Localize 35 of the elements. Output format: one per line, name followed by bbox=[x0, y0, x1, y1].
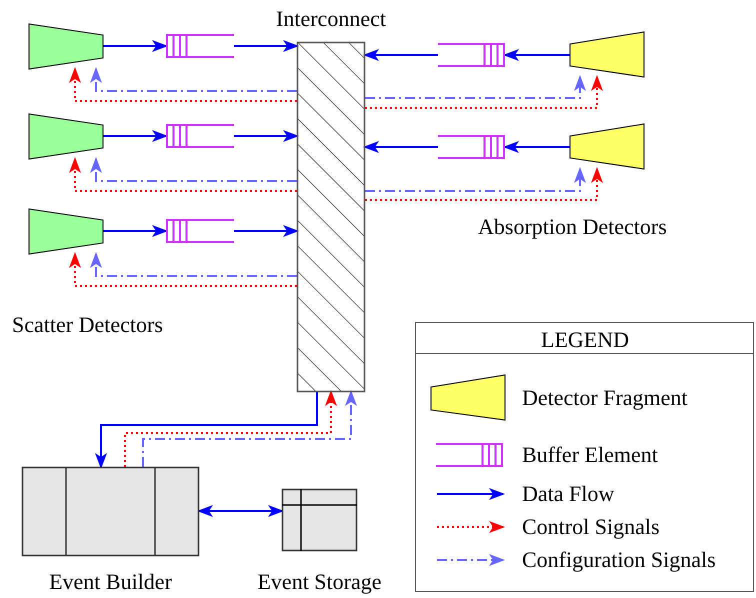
legend-title: LEGEND bbox=[540, 327, 630, 352]
arrow bbox=[124, 390, 337, 467]
arrow bbox=[234, 225, 299, 237]
arrow bbox=[365, 75, 603, 109]
arrow bbox=[90, 252, 297, 277]
arrow bbox=[365, 167, 603, 201]
arrow bbox=[90, 157, 297, 182]
arrow bbox=[95, 392, 318, 469]
arrow bbox=[363, 141, 438, 153]
arrow bbox=[90, 67, 297, 92]
group-label: Absorption Detectors bbox=[478, 214, 667, 239]
arrow bbox=[365, 167, 586, 192]
arrow bbox=[69, 67, 297, 102]
arrow bbox=[142, 390, 357, 467]
group-label: Scatter Detectors bbox=[12, 312, 163, 337]
node-label: Event Storage bbox=[256, 569, 383, 594]
legend-label: Detector Fragment bbox=[522, 385, 688, 410]
arrow bbox=[234, 40, 299, 52]
legend-label: Control Signals bbox=[522, 514, 660, 539]
double-arrow bbox=[197, 505, 284, 517]
node-label: Event Builder bbox=[48, 569, 173, 594]
arrow bbox=[103, 40, 168, 52]
arrow bbox=[503, 141, 570, 153]
legend-label: Data Flow bbox=[522, 481, 614, 506]
arrow bbox=[103, 130, 168, 142]
arrow bbox=[234, 130, 299, 142]
arrow bbox=[103, 225, 168, 237]
arrow bbox=[69, 252, 297, 287]
legend-label: Buffer Element bbox=[522, 442, 658, 467]
node-label: Interconnect bbox=[275, 6, 387, 31]
arrow bbox=[69, 157, 297, 192]
legend-label: Configuration Signals bbox=[522, 547, 716, 572]
arrow bbox=[363, 49, 438, 61]
arrow bbox=[503, 49, 570, 61]
arrow bbox=[365, 75, 586, 99]
